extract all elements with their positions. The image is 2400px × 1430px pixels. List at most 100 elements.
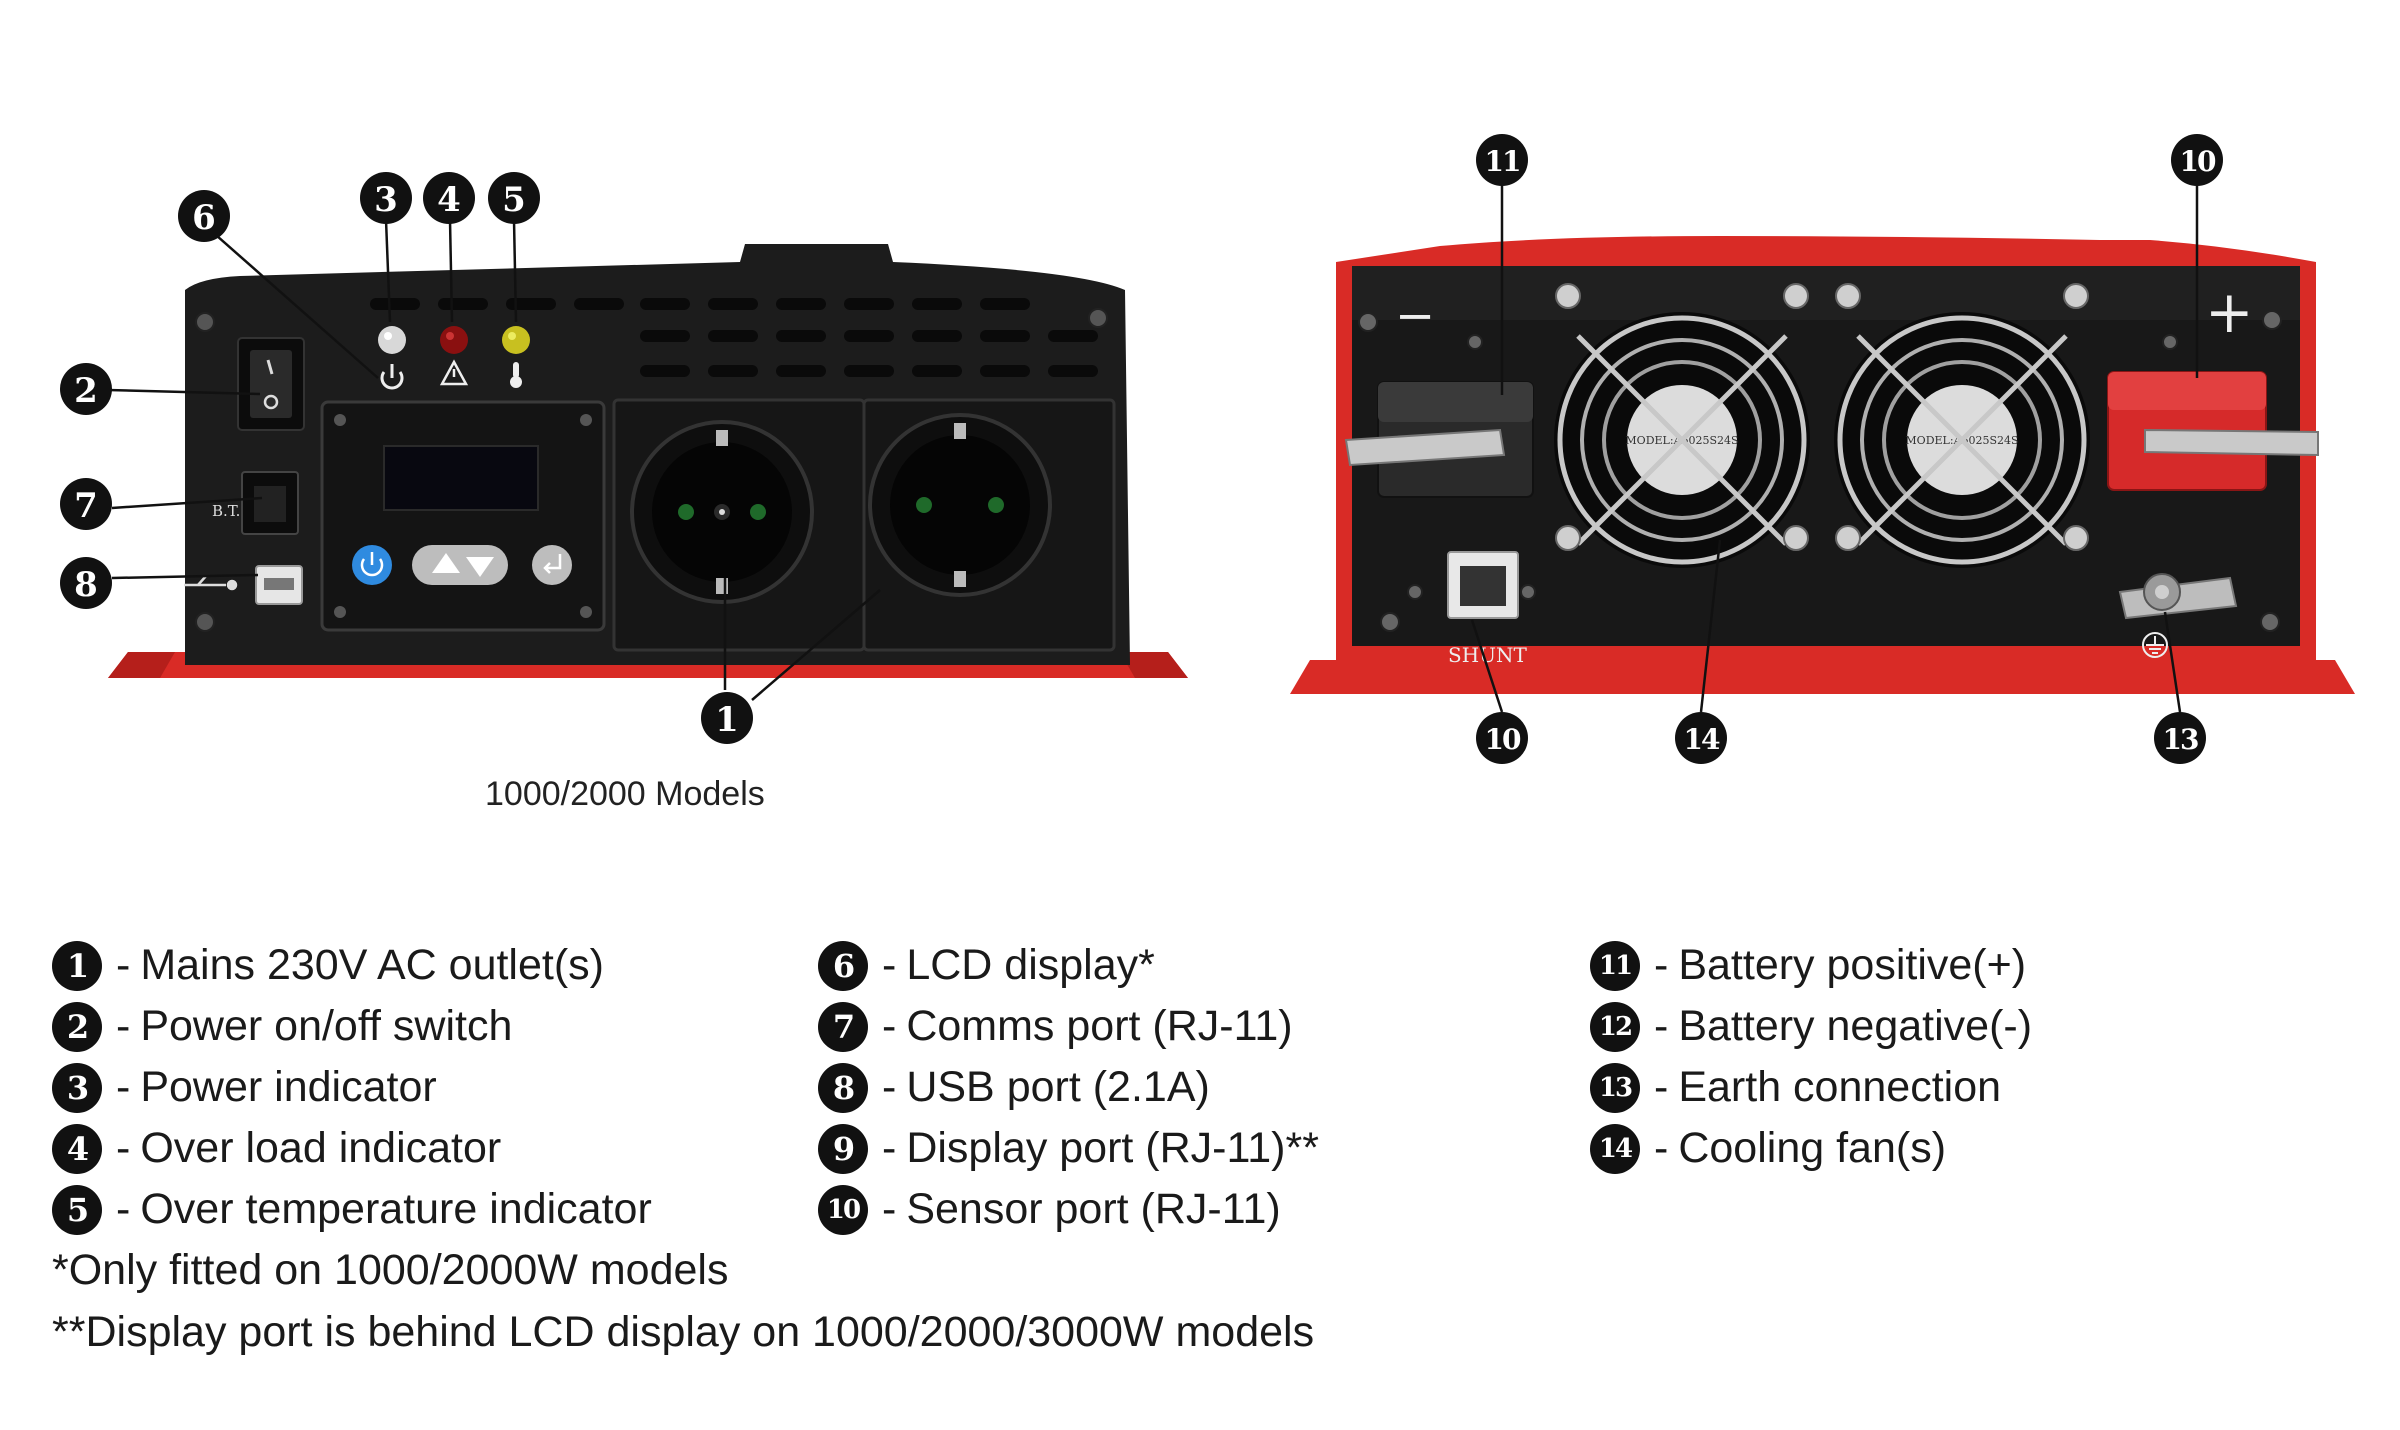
footnote-lcd: *Only fitted on 1000/2000W models [52, 1246, 729, 1294]
number-badge: 9 [818, 1123, 868, 1174]
svg-text:14: 14 [1684, 723, 1720, 756]
svg-text:13: 13 [2163, 723, 2198, 756]
cooling-fan-right: MODEL:A6025S24S [1834, 283, 2090, 568]
legend-item: 12-Battery negative(-) [1590, 996, 2032, 1057]
legend-text: USB port (2.1A) [906, 1063, 1210, 1111]
inverter-diagram: B.T. [60, 134, 2355, 764]
svg-text:7: 7 [74, 486, 98, 526]
svg-text:10: 10 [1485, 723, 1521, 756]
power-symbol-icon [380, 364, 404, 390]
legend-text: Over load indicator [140, 1124, 502, 1172]
lcd-display [320, 400, 606, 632]
sensor-port[interactable]: SHUNT [1447, 551, 1527, 667]
legend-text: Sensor port (RJ-11) [906, 1185, 1281, 1233]
rear-screws [1358, 310, 2282, 632]
callout-8: 8 [60, 557, 112, 609]
number-badge: 10 [818, 1184, 868, 1235]
callout-14: 14 [1675, 712, 1727, 764]
callout-13: 13 [2154, 712, 2206, 764]
legend-text: Battery negative(-) [1678, 1002, 2033, 1050]
number-badge: 14 [1590, 1123, 1640, 1174]
callout-2: 2 [60, 363, 112, 415]
shunt-label: SHUNT [1448, 643, 1527, 667]
legend-item: 11-Battery positive(+) [1590, 935, 2032, 996]
legend-item: 5-Over temperature indicator [52, 1179, 652, 1240]
usb-port[interactable] [255, 565, 303, 605]
legend-item: 4-Over load indicator [52, 1118, 652, 1179]
callout-12: 11 [1476, 134, 1528, 186]
legend-text: Mains 230V AC outlet(s) [140, 941, 604, 989]
leader-lines [107, 182, 2199, 713]
number-badge: 2 [52, 1001, 102, 1052]
number-badge: 7 [818, 1001, 868, 1052]
callout-7: 7 [60, 478, 112, 530]
enter-icon [543, 554, 562, 574]
front-view-caption: 1000/2000 Models [485, 775, 765, 813]
legend-text: LCD display* [906, 941, 1155, 989]
legend-item: 3-Power indicator [52, 1057, 652, 1118]
bt-label: B.T. [212, 502, 240, 520]
number-badge: 8 [818, 1062, 868, 1113]
callout-1: 1 [701, 692, 753, 744]
ac-outlets [612, 398, 1116, 652]
legend-text: Comms port (RJ-11) [906, 1002, 1293, 1050]
number-badge: 5 [52, 1184, 102, 1235]
cooling-fan-left: MODEL:A6025S24S [1554, 283, 1810, 568]
battery-negative [1344, 381, 1534, 498]
number-badge: 13 [1590, 1062, 1640, 1113]
plus-label: + [2205, 278, 2254, 346]
battery-positive [2107, 371, 2319, 491]
number-badge: 6 [818, 940, 868, 991]
warning-icon [439, 359, 469, 386]
up-arrow-icon[interactable] [432, 553, 460, 573]
earth-connection [2118, 573, 2238, 658]
number-badge: 12 [1590, 1001, 1640, 1052]
earth-ground-icon [2142, 632, 2168, 658]
cooling-fans: MODEL:A6025S24S MODEL:A6025S24S [1554, 283, 2090, 568]
front-vents [370, 298, 1098, 377]
callout-badges: 6 3 4 5 2 7 8 1 [60, 134, 2223, 764]
legend-item: 2-Power on/off switch [52, 996, 652, 1057]
legend-text: Earth connection [1678, 1063, 2002, 1111]
number-badge: 1 [52, 940, 102, 991]
callout-4: 4 [423, 172, 475, 224]
number-badge: 3 [52, 1062, 102, 1113]
svg-text:10: 10 [2180, 145, 2216, 178]
legend-column-1: 1-Mains 230V AC outlet(s) 2-Power on/off… [52, 935, 652, 1240]
over-temp-indicator [502, 326, 530, 354]
legend-text: Display port (RJ-11)** [906, 1124, 1319, 1172]
callout-11: 10 [2171, 134, 2223, 186]
legend-column-2: 6-LCD display* 7-Comms port (RJ-11) 8-US… [818, 935, 1319, 1240]
legend-text: Over temperature indicator [140, 1185, 652, 1233]
legend-text: Battery positive(+) [1678, 941, 2027, 989]
lcd-power-button[interactable] [352, 545, 392, 585]
number-badge: 4 [52, 1123, 102, 1174]
lcd-nav-buttons[interactable] [412, 545, 508, 585]
callout-6: 6 [178, 190, 230, 242]
legend-column-3: 11-Battery positive(+) 12-Battery negati… [1590, 935, 2032, 1179]
footnote-display-port: **Display port is behind LCD display on … [52, 1308, 1315, 1356]
legend-item: 14-Cooling fan(s) [1590, 1118, 2032, 1179]
svg-text:1: 1 [715, 700, 739, 740]
legend-item: 9-Display port (RJ-11)** [818, 1118, 1319, 1179]
power-indicator [378, 326, 406, 354]
front-view: B.T. [108, 244, 1188, 678]
comms-port[interactable]: B.T. [212, 471, 299, 535]
legend-item: 1-Mains 230V AC outlet(s) [52, 935, 652, 996]
callout-5: 5 [488, 172, 540, 224]
down-arrow-icon[interactable] [466, 557, 494, 577]
svg-text:2: 2 [74, 371, 98, 411]
svg-text:6: 6 [192, 198, 216, 238]
enter-button[interactable] [532, 545, 572, 585]
legend-item: 10-Sensor port (RJ-11) [818, 1179, 1319, 1240]
number-badge: 11 [1590, 940, 1640, 991]
legend-text: Power on/off switch [140, 1002, 513, 1050]
thermometer-icon [510, 362, 522, 388]
legend-text: Power indicator [140, 1063, 437, 1111]
svg-text:4: 4 [437, 180, 461, 220]
power-switch[interactable] [237, 337, 305, 431]
legend-text: Cooling fan(s) [1678, 1124, 1947, 1172]
svg-text:5: 5 [502, 180, 526, 220]
callout-10: 10 [1476, 712, 1528, 764]
legend-item: 6-LCD display* [818, 935, 1319, 996]
